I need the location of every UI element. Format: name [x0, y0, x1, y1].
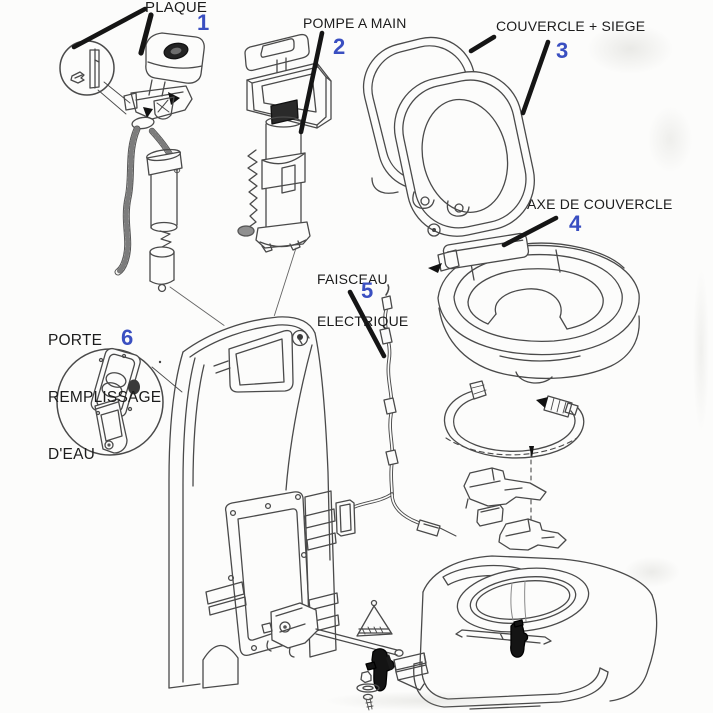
leader-lines: [71, 6, 559, 359]
wiring-harness-drawing: [335, 284, 457, 537]
part-label-porte-line2: REMPLISSAGE: [48, 389, 162, 406]
part-label-faisceau-electrique: FAISCEAU ELECTRIQUE: [317, 244, 408, 356]
leader-line-pompe: [298, 30, 325, 135]
part-number-plaque: 1: [197, 10, 210, 35]
hinge-bracket-drawings: [463, 467, 567, 551]
leader-line-plaque-b: [138, 12, 154, 56]
part-number-faisceau-electrique: 5: [361, 278, 374, 303]
part-label-couvercle-siege: COUVERCLE + SIEGE: [496, 18, 646, 34]
flush-water-tank-shell-drawing: [168, 315, 340, 690]
part-number-couvercle-siege: 3: [556, 38, 569, 63]
leader-line-plaque-a: [71, 6, 148, 50]
part-label-faisceau-line1: FAISCEAU: [317, 271, 388, 287]
magnifier-circle-plaque-detail: [59, 40, 131, 115]
part-label-porte-line3: D'EAU: [48, 446, 96, 463]
leader-line-faisceau: [347, 289, 387, 359]
hand-pump-assembly: [237, 33, 332, 253]
part-label-porte-line1: PORTE: [48, 332, 103, 349]
part-label-porte-remplissage: PORTE REMPLISSAGE D'EAU: [48, 293, 161, 502]
water-hose-drawing: [444, 380, 585, 549]
latch-and-valve-parts-drawing: [261, 599, 404, 711]
water-pump-assembly: [114, 32, 205, 293]
part-label-axe-de-couvercle: AXE DE COUVERCLE: [527, 196, 673, 212]
part-number-pompe-a-main: 2: [333, 34, 346, 59]
part-label-pompe-a-main: POMPE A MAIN: [303, 15, 407, 31]
part-label-plaque: PLAQUE: [145, 0, 208, 16]
part-number-axe-de-couvercle: 4: [569, 211, 582, 236]
part-number-porte-remplissage: 6: [121, 325, 134, 350]
magnifier-circle-fill-door-detail: [56, 347, 183, 456]
leader-line-axe: [501, 215, 559, 248]
leader-line-couvercle-b: [520, 39, 551, 116]
lid-and-seat-drawing: [362, 36, 535, 237]
leader-line-couvercle-a: [468, 34, 497, 54]
toilet-upper-section-drawing: [428, 232, 640, 384]
toilet-base-drawing: [386, 555, 658, 710]
part-label-faisceau-line2: ELECTRIQUE: [317, 313, 409, 329]
